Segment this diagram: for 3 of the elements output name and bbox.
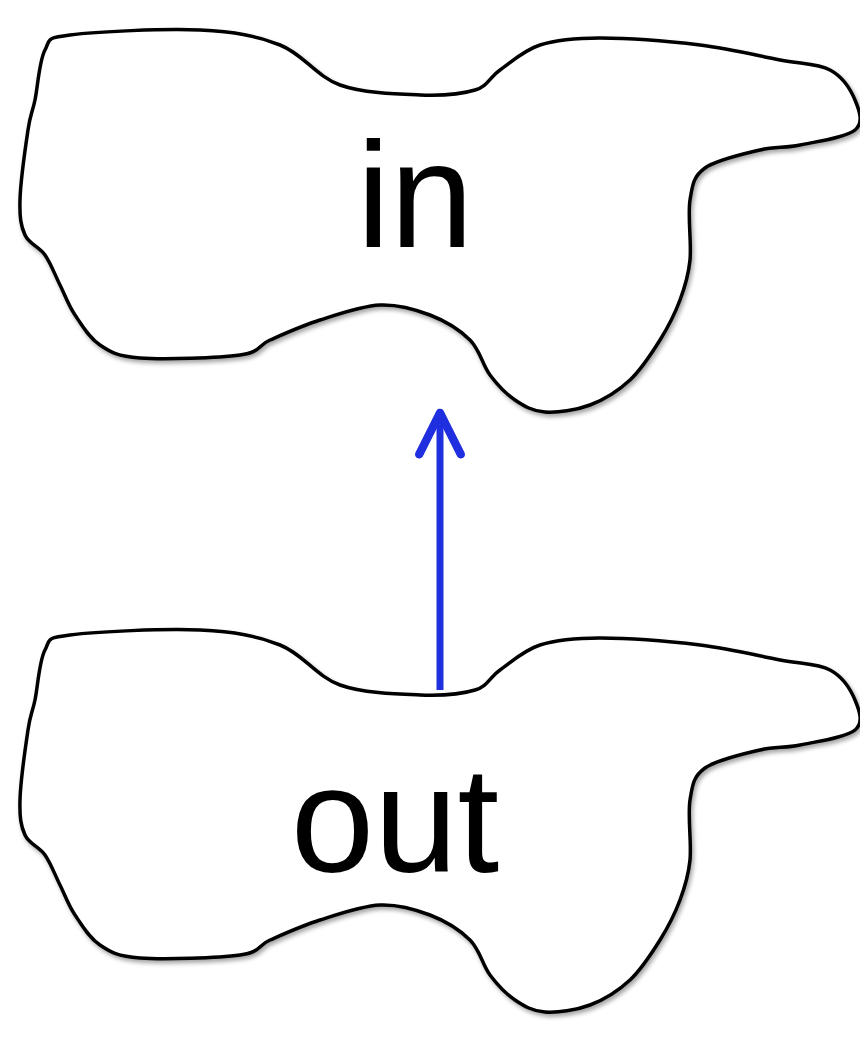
node-label: out	[290, 745, 500, 895]
node-label: in	[356, 120, 474, 270]
arrow	[415, 408, 465, 690]
